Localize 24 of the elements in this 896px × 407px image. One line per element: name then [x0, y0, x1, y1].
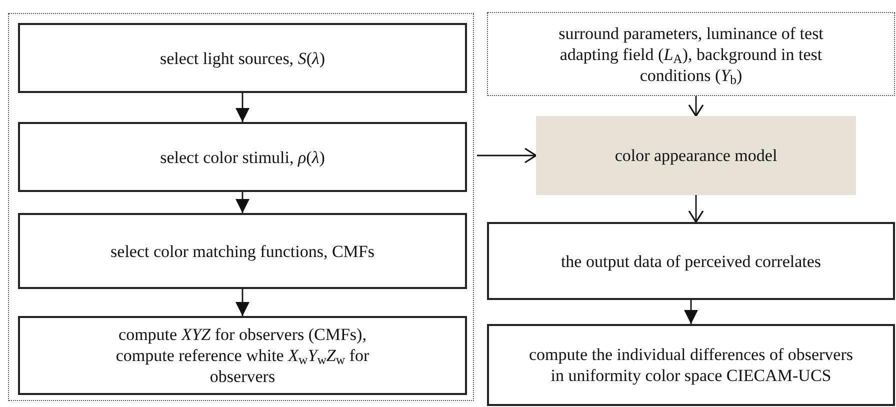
model-box: [536, 116, 856, 195]
box-label: the output data of perceived correlates: [560, 250, 822, 272]
process-box: [487, 324, 895, 406]
arrow: [236, 192, 250, 213]
process-box: [18, 23, 467, 93]
arrow: [684, 300, 698, 324]
process-box: [18, 213, 467, 289]
box-label: color appearance model: [614, 145, 778, 166]
arrow: [688, 96, 704, 117]
arrow: [236, 289, 250, 316]
group-frame: [8, 13, 474, 401]
box-label: select color stimuli, ρ(λ): [160, 146, 325, 168]
arrow: [688, 195, 704, 223]
process-box: [18, 122, 467, 192]
box-label: surround parameters, luminance of test adapting field (L$_{A}$), background in test conditions (Y$_{b}$): [558, 22, 824, 86]
process-box: [487, 222, 895, 300]
process-box: [18, 316, 467, 395]
box-label: compute the individual differences of observers in uniformity color space CIECAM-UCS: [528, 344, 854, 386]
input-box: [487, 12, 895, 96]
box-label: select light sources, S(λ): [160, 48, 326, 68]
box-label: select color matching functions, CMFs: [110, 240, 374, 262]
arrow: [477, 148, 537, 164]
arrow: [236, 93, 250, 122]
box-label: compute XYZ for observers (CMFs), compute reference white X$_{w}$Y$_{w}$Z$_{w}$ for observers: [114, 324, 370, 387]
